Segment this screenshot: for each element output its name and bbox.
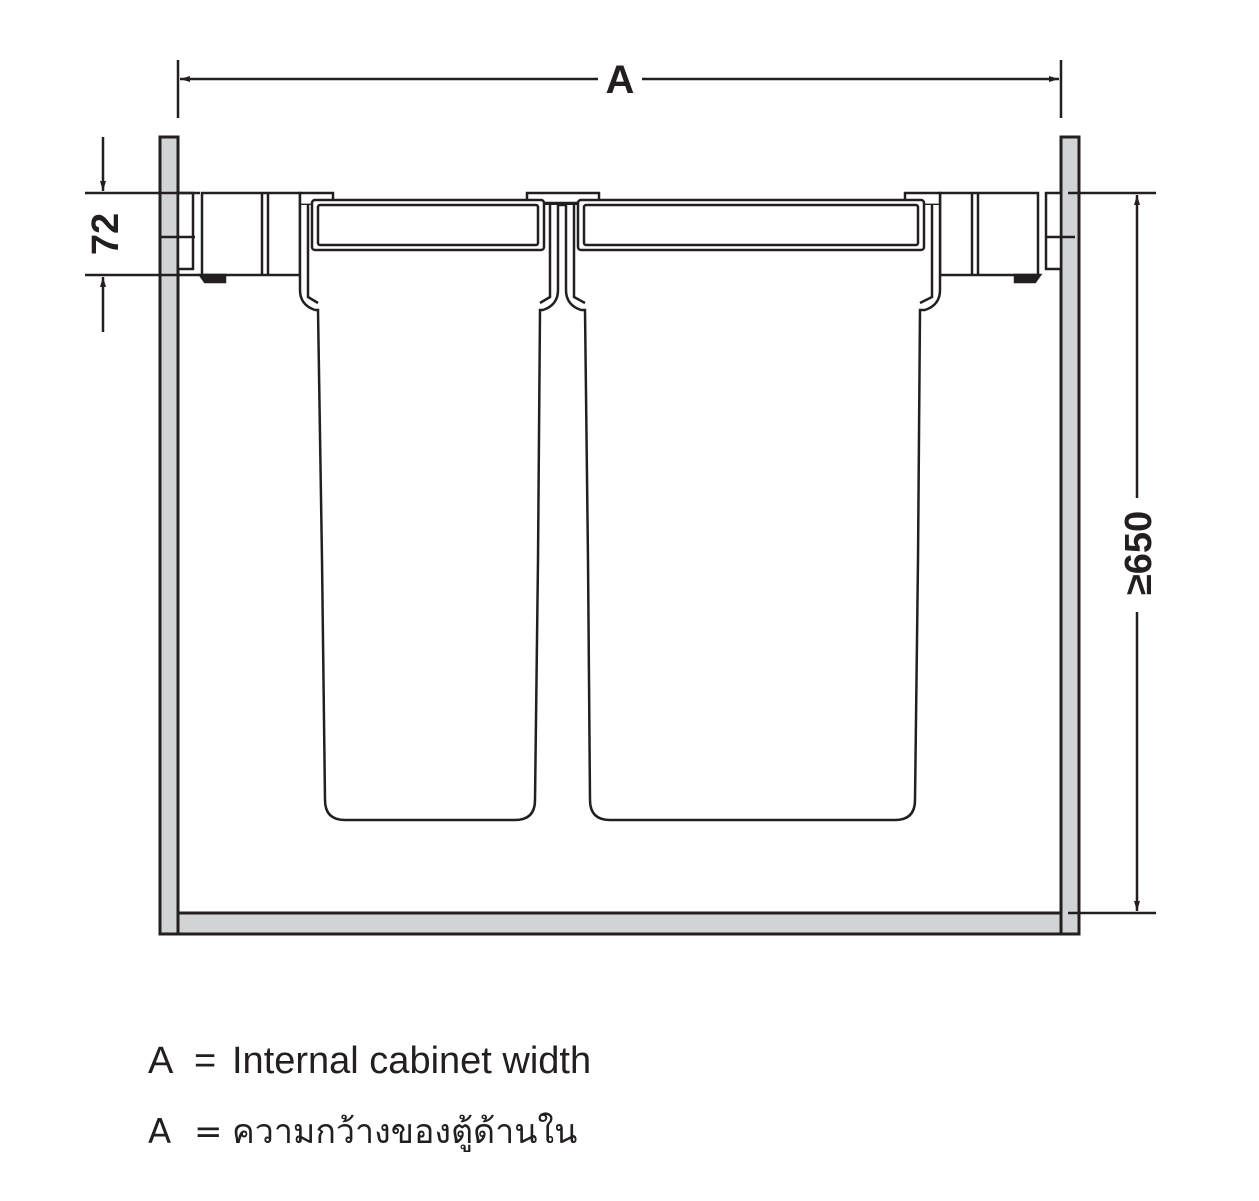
cabinet-bottom-panel [176, 911, 1063, 936]
left-laundry-bag [298, 198, 560, 822]
cabinet [158, 135, 1081, 936]
dimension-depth [1046, 191, 1156, 915]
legend-symbol: A [148, 1040, 174, 1082]
cabinet-right-panel [1059, 135, 1081, 936]
rail-height-label: 72 [85, 213, 127, 255]
depth-label: ≥650 [1118, 511, 1160, 595]
legend-thai: A =ความกว้างของตู้ด้านใน [148, 1115, 577, 1149]
legend-equals: = [194, 1040, 217, 1082]
cabinet-left-panel [158, 135, 180, 936]
right-laundry-bag [564, 198, 942, 822]
legend-text: ความกว้างของตู้ด้านใน [232, 1112, 578, 1152]
width-dimension-label: A [606, 58, 635, 102]
dimension-rail-height [85, 137, 200, 332]
legend-equals: = [194, 1112, 223, 1152]
dimension-width [176, 60, 1063, 118]
legend-symbol: A [148, 1112, 172, 1152]
legend-text: Internal cabinet width [232, 1040, 592, 1082]
legend-english: A = Internal cabinet width [148, 1042, 591, 1080]
